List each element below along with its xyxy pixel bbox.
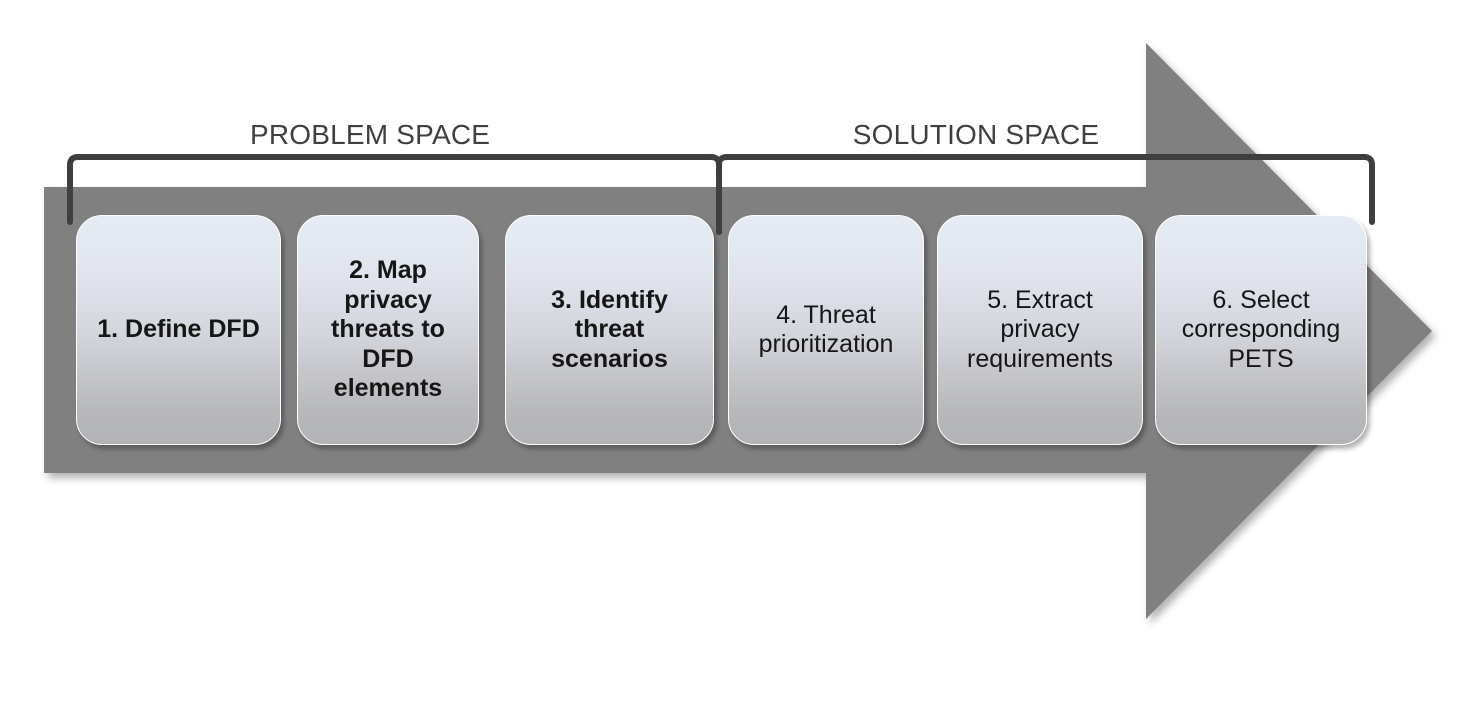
step-box-4-label: 4. Threat prioritization (758, 300, 894, 359)
step-box-3[interactable]: 3. Identify threat scenarios (505, 215, 714, 445)
step-box-6-label: 6. Select corresponding PETS (1181, 285, 1341, 373)
step-box-2-label: 2. Map privacy threats to DFD elements (331, 256, 445, 403)
step-box-5[interactable]: 5. Extract privacy requirements (937, 215, 1143, 445)
step-box-6[interactable]: 6. Select corresponding PETS (1155, 215, 1367, 445)
step-box-2[interactable]: 2. Map privacy threats to DFD elements (297, 215, 479, 445)
step-box-4[interactable]: 4. Threat prioritization (728, 215, 924, 445)
solution-space-label: SOLUTION SPACE (852, 119, 1100, 150)
problem-space-label: PROBLEM SPACE (250, 119, 491, 150)
step-box-3-label: 3. Identify threat scenarios (551, 285, 668, 373)
step-box-5-label: 5. Extract privacy requirements (967, 285, 1113, 373)
step-box-1[interactable]: 1. Define DFD (76, 215, 281, 445)
step-box-1-label: 1. Define DFD (97, 315, 260, 344)
